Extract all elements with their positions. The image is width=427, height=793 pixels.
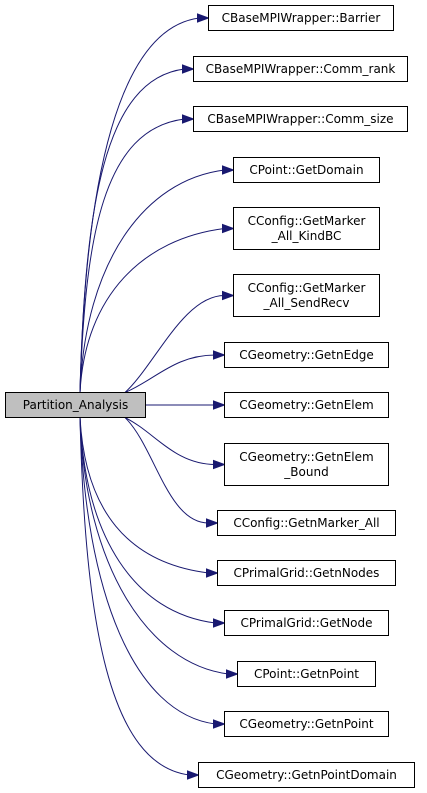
callee-node-barrier-box[interactable] bbox=[208, 5, 394, 31]
callee-node-geometry-getnelem-box[interactable] bbox=[224, 392, 389, 418]
callee-config-getmarker-all-sendrecv-edge bbox=[124, 295, 225, 393]
callee-node-geometry-getnpoint-label-line: CGeometry::GetnPoint bbox=[239, 717, 374, 731]
callee-node-primalgrid-getnnodes-box[interactable] bbox=[217, 560, 396, 586]
callee-node-primalgrid-getnode-box[interactable] bbox=[224, 610, 389, 636]
callee-node-config-getmarker-all-sendrecv[interactable]: CConfig::GetMarker_All_SendRecv bbox=[233, 274, 380, 317]
callee-geometry-getnedge-arrowhead bbox=[213, 350, 226, 360]
callee-node-geometry-getnedge[interactable]: CGeometry::GetnEdge bbox=[224, 342, 389, 368]
callee-config-getmarker-all-kindbc-edge bbox=[79, 228, 225, 393]
callee-node-barrier[interactable]: CBaseMPIWrapper::Barrier bbox=[208, 5, 394, 31]
callee-node-config-getmarker-all-sendrecv-label-line: _All_SendRecv bbox=[263, 296, 350, 310]
callee-comm-size-arrowhead bbox=[182, 114, 195, 124]
callee-node-geometry-getnelem-bound-box[interactable] bbox=[224, 443, 389, 486]
callee-node-config-getmarker-all-kindbc-label-line: _All_KindBC bbox=[271, 229, 342, 243]
callee-node-config-getmarker-all-sendrecv-label-line: CConfig::GetMarker bbox=[248, 281, 366, 295]
callee-node-config-getnmarker-all[interactable]: CConfig::GetnMarker_All bbox=[217, 510, 396, 536]
callee-primalgrid-getnode-edge bbox=[79, 417, 216, 624]
callee-geometry-getnpointdomain-arrowhead bbox=[187, 770, 200, 780]
callee-node-geometry-getnpoint-box[interactable] bbox=[224, 711, 389, 737]
callee-point-getnpoint-edge bbox=[79, 417, 229, 675]
callee-node-comm-size[interactable]: CBaseMPIWrapper::Comm_size bbox=[193, 106, 408, 132]
callee-node-comm-size-label-line: CBaseMPIWrapper::Comm_size bbox=[207, 112, 393, 126]
call-nodes: Partition_Analysis CBaseMPIWrapper::Barri… bbox=[5, 5, 415, 788]
callee-node-geometry-getnedge-box[interactable] bbox=[224, 342, 389, 368]
callee-geometry-getnpointdomain-edge bbox=[79, 417, 190, 776]
callee-node-primalgrid-getnode[interactable]: CPrimalGrid::GetNode bbox=[224, 610, 389, 636]
root-function-node[interactable]: Partition_Analysis bbox=[5, 392, 146, 418]
callee-node-comm-rank[interactable]: CBaseMPIWrapper::Comm_rank bbox=[193, 56, 408, 82]
callee-geometry-getnelem-arrowhead bbox=[213, 400, 226, 410]
callee-node-config-getmarker-all-sendrecv-box[interactable] bbox=[233, 274, 380, 317]
callee-point-getdomain-edge bbox=[79, 169, 225, 393]
callee-node-point-getdomain-box[interactable] bbox=[233, 157, 380, 183]
callee-node-config-getmarker-all-kindbc-label-line: CConfig::GetMarker bbox=[248, 214, 366, 228]
callee-node-point-getnpoint[interactable]: CPoint::GetnPoint bbox=[237, 661, 376, 687]
callee-node-config-getmarker-all-kindbc-box[interactable] bbox=[233, 207, 380, 250]
callee-barrier-arrowhead bbox=[197, 13, 210, 23]
callee-node-point-getdomain[interactable]: CPoint::GetDomain bbox=[233, 157, 380, 183]
callee-node-geometry-getnpointdomain-label-line: CGeometry::GetnPointDomain bbox=[216, 768, 397, 782]
callee-point-getdomain-arrowhead bbox=[222, 165, 235, 175]
callee-comm-rank-edge bbox=[79, 68, 185, 393]
callee-primalgrid-getnnodes-edge bbox=[79, 417, 209, 574]
callee-barrier-edge bbox=[79, 17, 200, 393]
callee-node-primalgrid-getnode-label-line: CPrimalGrid::GetNode bbox=[240, 616, 372, 630]
root-function-node-box[interactable] bbox=[5, 392, 146, 418]
callee-node-geometry-getnedge-label-line: CGeometry::GetnEdge bbox=[239, 348, 374, 362]
callee-comm-size-edge bbox=[79, 118, 185, 393]
callee-node-geometry-getnelem-bound-label-line: _Bound bbox=[283, 465, 328, 479]
callee-primalgrid-getnnodes-arrowhead bbox=[206, 568, 219, 578]
callee-comm-rank-arrowhead bbox=[182, 64, 195, 74]
call-edges bbox=[79, 13, 239, 780]
callee-config-getmarker-all-kindbc-arrowhead bbox=[222, 223, 235, 234]
callee-node-comm-size-box[interactable] bbox=[193, 106, 408, 132]
callee-node-primalgrid-getnnodes[interactable]: CPrimalGrid::GetnNodes bbox=[217, 560, 396, 586]
callee-geometry-getnpoint-arrowhead bbox=[213, 719, 226, 729]
callee-config-getmarker-all-sendrecv-arrowhead bbox=[222, 290, 235, 301]
root-function-node-label-line: Partition_Analysis bbox=[23, 398, 128, 412]
callee-node-point-getnpoint-box[interactable] bbox=[237, 661, 376, 687]
callee-node-geometry-getnpointdomain[interactable]: CGeometry::GetnPointDomain bbox=[198, 762, 415, 788]
callee-node-barrier-label-line: CBaseMPIWrapper::Barrier bbox=[222, 11, 381, 25]
callee-node-geometry-getnpointdomain-box[interactable] bbox=[198, 762, 415, 788]
callee-point-getnpoint-arrowhead bbox=[226, 669, 239, 679]
callee-geometry-getnpoint-edge bbox=[79, 417, 216, 725]
callee-geometry-getnelem-bound-edge bbox=[124, 417, 216, 465]
callee-config-getnmarker-all-arrowhead bbox=[206, 518, 219, 528]
callee-geometry-getnedge-edge bbox=[124, 354, 216, 393]
callee-node-comm-rank-label-line: CBaseMPIWrapper::Comm_rank bbox=[206, 62, 396, 76]
callee-node-primalgrid-getnnodes-label-line: CPrimalGrid::GetnNodes bbox=[234, 566, 380, 580]
callee-primalgrid-getnode-arrowhead bbox=[213, 618, 226, 628]
callee-node-comm-rank-box[interactable] bbox=[193, 56, 408, 82]
callee-config-getnmarker-all-edge bbox=[124, 417, 209, 524]
callee-node-geometry-getnelem-label-line: CGeometry::GetnElem bbox=[239, 398, 373, 412]
callee-node-geometry-getnelem-bound-label-line: CGeometry::GetnElem bbox=[239, 450, 373, 464]
callee-geometry-getnelem-bound-arrowhead bbox=[213, 459, 226, 470]
callee-node-geometry-getnelem-bound[interactable]: CGeometry::GetnElem_Bound bbox=[224, 443, 389, 486]
callee-node-point-getdomain-label-line: CPoint::GetDomain bbox=[249, 163, 363, 177]
callee-node-config-getnmarker-all-box[interactable] bbox=[217, 510, 396, 536]
callee-node-geometry-getnpoint[interactable]: CGeometry::GetnPoint bbox=[224, 711, 389, 737]
callee-node-config-getnmarker-all-label-line: CConfig::GetnMarker_All bbox=[233, 516, 379, 530]
callee-node-geometry-getnelem[interactable]: CGeometry::GetnElem bbox=[224, 392, 389, 418]
callee-node-point-getnpoint-label-line: CPoint::GetnPoint bbox=[254, 667, 359, 681]
callee-node-config-getmarker-all-kindbc[interactable]: CConfig::GetMarker_All_KindBC bbox=[233, 207, 380, 250]
